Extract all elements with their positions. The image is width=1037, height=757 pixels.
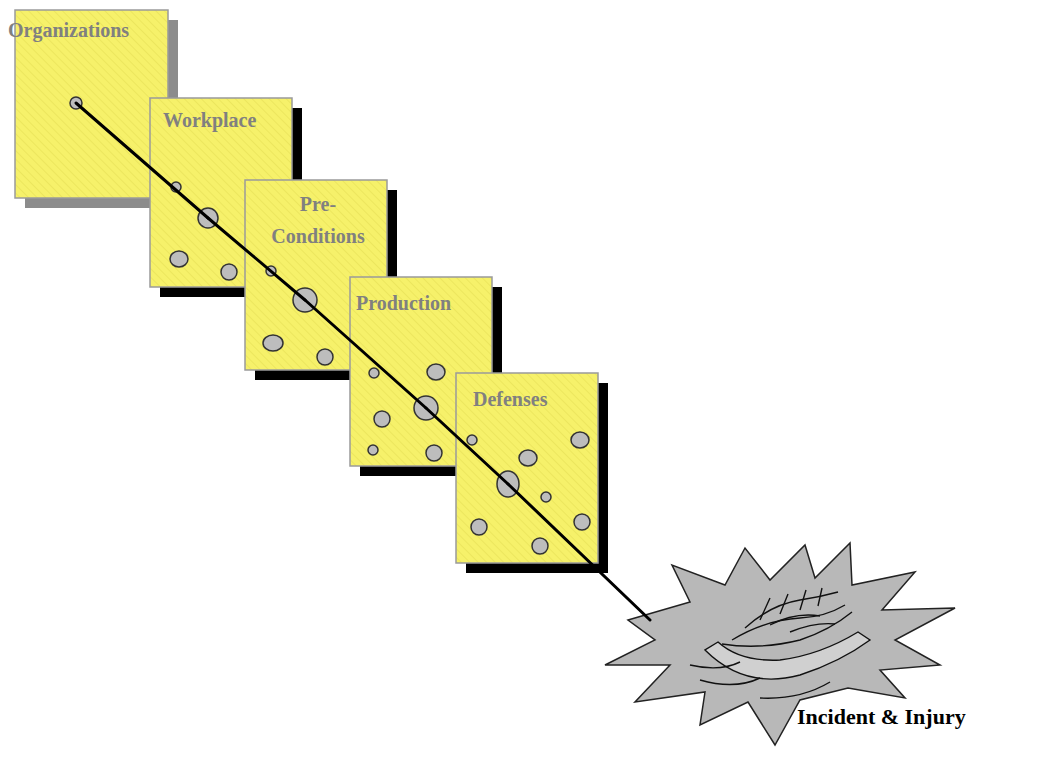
cheese-holes bbox=[467, 432, 590, 554]
cheese-slice: Production bbox=[350, 277, 492, 466]
cheese-slice: Pre- Conditions bbox=[245, 180, 387, 370]
accident-trajectory bbox=[305, 300, 426, 408]
incident-label: Incident & Injury bbox=[797, 704, 966, 730]
incident-burst: Incident & Injury bbox=[600, 538, 1035, 748]
slice-label: Organizations bbox=[8, 18, 161, 42]
accident-trajectory bbox=[426, 408, 508, 484]
cheese-slice: Organizations bbox=[15, 10, 168, 198]
slice-label: Defenses bbox=[473, 387, 615, 411]
cheese-slice: Defenses bbox=[456, 373, 598, 563]
slice-label: Workplace bbox=[163, 108, 305, 132]
slice-label: Production bbox=[356, 291, 498, 315]
ship-illustration bbox=[690, 588, 870, 698]
cheese-holes bbox=[170, 182, 237, 280]
cheese-holes bbox=[368, 364, 445, 461]
accident-trajectory bbox=[508, 484, 650, 620]
cheese-slice: Workplace bbox=[150, 98, 292, 287]
slice-label: Pre- Conditions bbox=[259, 188, 377, 252]
